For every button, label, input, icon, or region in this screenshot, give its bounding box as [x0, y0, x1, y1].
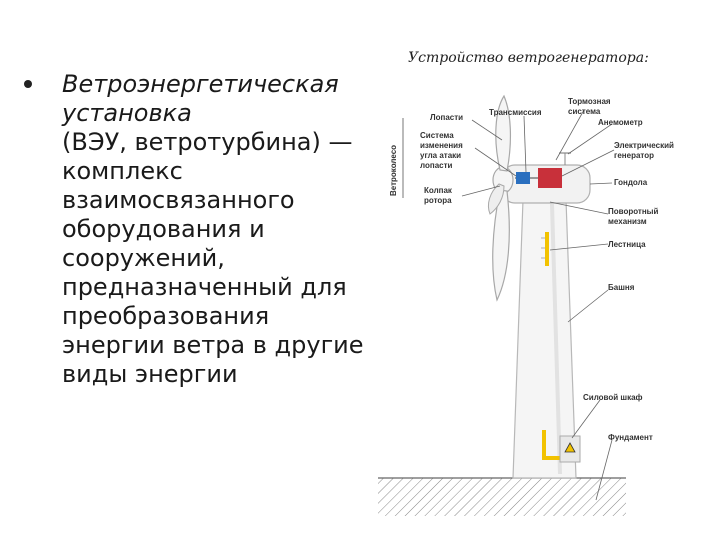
label-yaw-1: Поворотный: [608, 207, 658, 216]
ground-hatch: [378, 478, 626, 516]
label-foundation: Фундамент: [608, 433, 653, 442]
label-generator-1: Электрический: [614, 141, 674, 150]
label-ladder: Лестница: [608, 240, 646, 249]
definition-line-11: виды энергии: [62, 360, 238, 388]
definition-line-10: энергии ветра в другие: [62, 331, 364, 359]
label-cabinet: Силовой шкаф: [583, 393, 643, 402]
rotor-vertical-label: Ветроколесо: [389, 145, 398, 196]
warning-sign-icon: [564, 442, 576, 453]
label-hub-1: Колпак: [424, 186, 453, 195]
label-pitch-3: угла атаки: [420, 151, 461, 160]
label-pitch-4: лопасти: [420, 161, 453, 170]
leader-lines: [461, 109, 615, 501]
definition-bullet: Ветроэнергетическая установка (ВЭУ, ветр…: [24, 70, 384, 389]
label-blades: Лопасти: [430, 113, 463, 122]
definition-line-2: установка: [62, 99, 192, 127]
label-yaw-2: механизм: [608, 217, 647, 226]
label-anemometer: Анемометр: [598, 118, 643, 127]
bullet-dot-icon: [24, 80, 32, 88]
definition-line-9: преобразования: [62, 302, 270, 330]
definition-line-3: (ВЭУ, ветротурбина) —: [62, 128, 353, 156]
label-nacelle: Гондола: [614, 178, 648, 187]
definition-line-4: комплекс: [62, 157, 183, 185]
definition-line-6: оборудования и: [62, 215, 265, 243]
diagram-title: Устройство ветрогенератора:: [408, 50, 649, 66]
wind-turbine-diagram: Ветроколесо Лопасти Система изменения уг…: [378, 94, 674, 516]
label-pitch-1: Система: [420, 131, 454, 140]
generator-block: [538, 168, 562, 188]
label-tower: Башня: [608, 283, 635, 292]
definition-line-8: предназначенный для: [62, 273, 347, 301]
blade-bottom: [492, 189, 510, 302]
label-pitch-2: изменения: [420, 141, 463, 150]
definition-line-5: взаимосвязанного: [62, 186, 295, 214]
label-generator-2: генератор: [614, 151, 654, 160]
blade-top: [495, 94, 512, 172]
pitch-motor: [516, 172, 530, 184]
ladder-upper: [545, 232, 549, 266]
definition-line-1: Ветроэнергетическая: [62, 70, 339, 98]
label-hub-2: ротора: [424, 196, 452, 205]
tower-shade: [550, 203, 562, 475]
label-brake-2: система: [568, 107, 601, 116]
definition-line-7: сооружений,: [62, 244, 225, 272]
definition-text: Ветроэнергетическая установка (ВЭУ, ветр…: [62, 70, 384, 389]
label-transmission: Трансмиссия: [489, 108, 542, 117]
label-brake-1: Тормозная: [568, 97, 611, 106]
blade-front: [487, 183, 505, 215]
ladder-lower: [542, 430, 562, 460]
